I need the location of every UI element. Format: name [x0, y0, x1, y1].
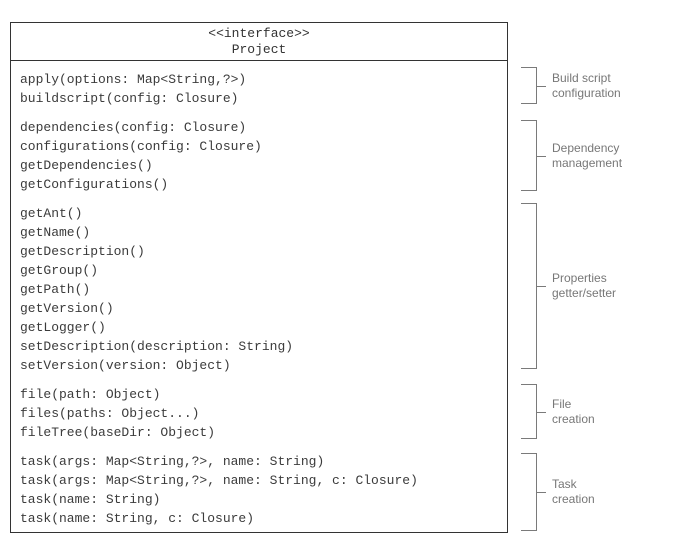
method-group-task-creation: task(args: Map<String,?>, name: String) t… [11, 452, 507, 528]
method-signature: apply(options: Map<String,?>) [20, 72, 247, 87]
method-signature: fileTree(baseDir: Object) [20, 425, 216, 440]
method-group-build-script-configuration: apply(options: Map<String,?>) buildscript… [11, 70, 507, 108]
annotation-label: Dependency management [552, 140, 623, 170]
class-header: <<interface>> Project [11, 23, 507, 61]
method-signature: task(args: Map<String,?>, name: String, … [20, 473, 418, 488]
method-signature: setDescription(description: String) [20, 339, 294, 354]
method-signature: getConfigurations() [20, 177, 169, 192]
method-signature: getAnt() [20, 206, 83, 221]
method-group-file-creation: file(path: Object) files(paths: Object...… [11, 385, 507, 442]
interface-class-box: <<interface>> Project apply(options: Map… [10, 22, 508, 533]
leader-line [537, 85, 546, 87]
method-signature: getVersion() [20, 301, 114, 316]
leader-line [537, 492, 546, 493]
annotation-label: Task creation [552, 477, 595, 506]
annotation-label: File creation [552, 396, 595, 426]
method-signature: setVersion(version: Object) [20, 358, 231, 373]
leader-line [537, 411, 546, 413]
stereotype-label: <<interface>> [208, 26, 310, 41]
curly-bracket-icon [521, 384, 537, 439]
method-signature: file(path: Object) [20, 387, 161, 402]
method-signature: getLogger() [20, 320, 106, 335]
method-signature: dependencies(config: Closure) [20, 120, 247, 135]
method-signature: getDescription() [20, 244, 145, 259]
method-signature: task(args: Map<String,?>, name: String) [20, 454, 325, 469]
method-signature: configurations(config: Closure) [20, 139, 262, 154]
method-group-properties-getter-setter: getAnt() getName() getDescription() getGrou… [11, 204, 507, 375]
method-compartment: apply(options: Map<String,?>) buildscript… [11, 61, 507, 528]
curly-bracket-icon [521, 453, 537, 531]
method-signature: getGroup() [20, 263, 99, 278]
method-signature: buildscript(config: Closure) [20, 91, 239, 106]
annotation-label: Properties getter/setter [552, 271, 617, 300]
method-signature: getDependencies() [20, 158, 153, 173]
method-signature: task(name: String) [20, 492, 161, 507]
leader-line [537, 286, 546, 287]
curly-bracket-icon [521, 203, 537, 369]
annotation-label: Build script configuration [552, 70, 621, 100]
curly-bracket-icon [521, 120, 537, 191]
curly-bracket-icon [521, 67, 537, 104]
interface-name-label: Project [231, 42, 287, 57]
method-signature: getName() [20, 225, 91, 240]
method-signature: getPath() [20, 282, 91, 297]
leader-line [537, 155, 546, 157]
method-group-dependency-management: dependencies(config: Closure) configurati… [11, 118, 507, 194]
method-signature: files(paths: Object...) [20, 406, 200, 421]
method-signature: task(name: String, c: Closure) [20, 511, 255, 526]
